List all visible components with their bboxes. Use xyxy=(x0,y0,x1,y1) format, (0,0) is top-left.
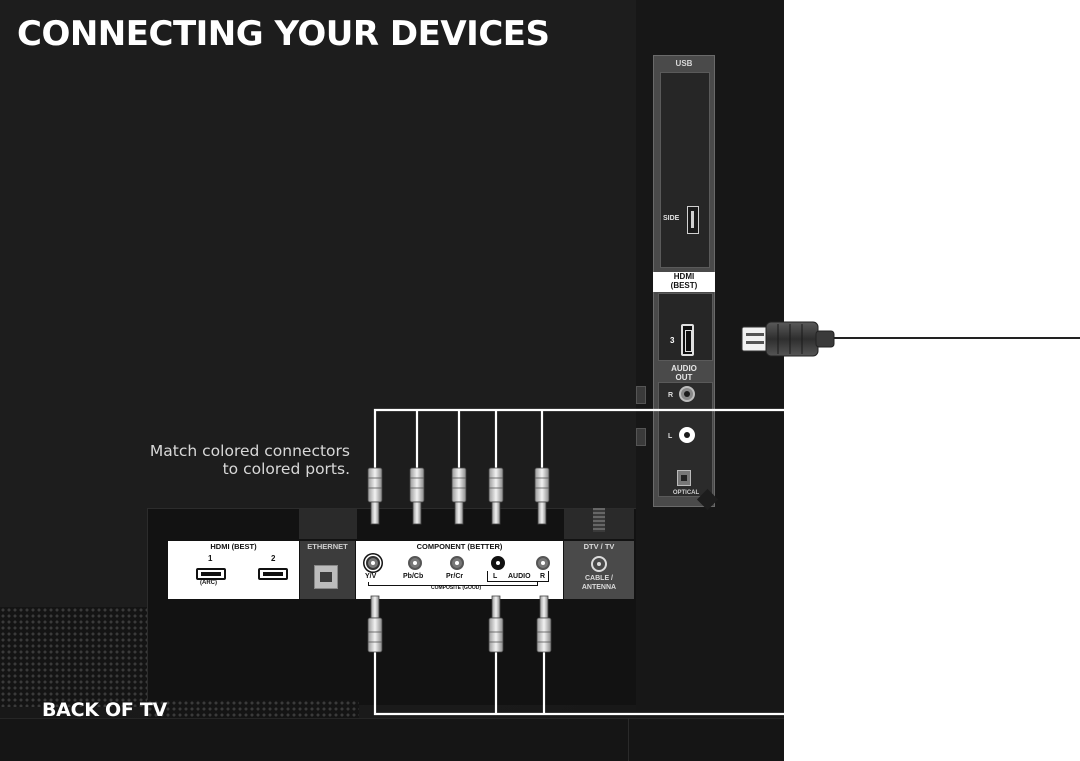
rca-plug-pr-top xyxy=(451,467,467,525)
tv-lower-recess xyxy=(147,508,636,705)
dtv-header: DTV / TV xyxy=(564,541,634,552)
side-hdmi-label-line1: HDMI xyxy=(673,272,695,281)
ethernet-section-body xyxy=(300,552,355,599)
hdmi-2-number: 2 xyxy=(271,554,276,563)
side-usb-label: SIDE xyxy=(663,215,680,222)
side-hdmi-header xyxy=(653,272,715,292)
audio-out-line2: OUT xyxy=(675,373,693,382)
rca-plug-video-bottom xyxy=(367,595,383,653)
hdmi-section-body: 1 2 (ARC) xyxy=(168,552,299,599)
hdmi-3-number: 3 xyxy=(670,336,675,345)
dtv-section: DTV / TV CABLE / ANTENNA xyxy=(564,541,634,599)
cable-label-line2: ANTENNA xyxy=(581,584,617,591)
pbcb-label: Pb/Cb xyxy=(403,573,424,580)
tv-stand-base xyxy=(0,718,784,761)
cable-line-yv-top xyxy=(373,408,1080,470)
component-header: COMPONENT (BETTER) xyxy=(356,541,563,552)
caption-line-1: Match colored connectors xyxy=(149,442,350,460)
arc-label: (ARC) xyxy=(200,580,217,586)
speaker-grille xyxy=(0,607,147,707)
stand-divider xyxy=(628,718,629,761)
audio-out-line1: AUDIO xyxy=(671,364,697,373)
prcr-label: Pr/Cr xyxy=(446,573,464,580)
audio-out-r-jack xyxy=(679,386,695,402)
speaker-grille-strip xyxy=(147,700,359,718)
usb-port xyxy=(687,206,699,234)
rca-plug-audl-top xyxy=(488,467,504,525)
hdmi-plug xyxy=(741,321,835,357)
side-hdmi-label: HDMI (BEST) xyxy=(653,272,715,290)
rca-plug-audl-bottom xyxy=(488,595,504,653)
audio-l-label: L xyxy=(493,573,498,580)
rear-connector-panel: HDMI (BEST) 1 2 (ARC) ETHERNET COMPONENT… xyxy=(168,541,634,599)
audio-l-jack xyxy=(491,556,505,570)
hdmi-header: HDMI (BEST) xyxy=(168,541,299,552)
ethernet-header: ETHERNET xyxy=(300,541,355,552)
hdmi-1-number: 1 xyxy=(208,554,213,563)
cable-label-line1: CABLE / xyxy=(585,575,613,582)
audio-out-label: AUDIO OUT xyxy=(653,364,715,382)
page-title: CONNECTING YOUR DEVICES xyxy=(17,14,550,54)
audio-bracket xyxy=(487,571,549,582)
ethernet-port xyxy=(314,565,338,589)
pbcb-jack xyxy=(408,556,422,570)
coax-antenna-port xyxy=(591,556,607,572)
composite-label: COMPOSITE (GOOD) xyxy=(431,585,481,591)
side-edge-tab xyxy=(636,428,646,446)
back-of-tv-label: BACK OF TV xyxy=(42,699,167,721)
audio-r-jack xyxy=(536,556,550,570)
hdmi-section: HDMI (BEST) 1 2 (ARC) xyxy=(168,541,299,599)
audio-out-l-jack xyxy=(679,427,695,443)
usb-slot xyxy=(660,72,710,268)
rca-plug-pb-top xyxy=(409,467,425,525)
rca-plug-yv-top xyxy=(367,467,383,525)
composite-bracket xyxy=(368,582,538,586)
ethernet-housing xyxy=(299,509,357,539)
usb-label: USB xyxy=(675,59,693,68)
caption-line-2: to colored ports. xyxy=(222,460,350,478)
component-section-body: Y/V Pb/Cb Pr/Cr L AUDIO R COMPOSITE (GOO… xyxy=(356,552,563,599)
optical-label: OPTICAL xyxy=(672,490,700,496)
side-edge-tab xyxy=(636,386,646,404)
audio-out-r-label: R xyxy=(668,392,674,399)
rca-plug-audr-top xyxy=(534,467,550,525)
ethernet-section: ETHERNET xyxy=(300,541,355,599)
cable-line-video-bottom xyxy=(373,650,1080,716)
white-background xyxy=(784,0,1080,761)
side-hdmi-label-line2: (BEST) xyxy=(670,281,698,290)
audio-r-label: R xyxy=(540,573,546,580)
yv-label: Y/V xyxy=(365,573,377,580)
component-section: COMPONENT (BETTER) Y/V Pb/Cb Pr/Cr L AUD… xyxy=(356,541,563,599)
coax-plug xyxy=(593,508,605,532)
cable-antenna-label: CABLE / ANTENNA xyxy=(564,574,634,592)
dtv-section-body: CABLE / ANTENNA xyxy=(564,552,634,599)
audio-label: AUDIO xyxy=(508,573,531,580)
yv-jack xyxy=(366,556,380,570)
audio-out-l-label: L xyxy=(668,433,673,440)
hdmi-1-port xyxy=(196,568,226,580)
prcr-jack xyxy=(450,556,464,570)
instruction-caption: Match colored connectors to colored port… xyxy=(100,442,350,478)
hdmi-3-port xyxy=(681,324,694,356)
rca-plug-audr-bottom xyxy=(536,595,552,653)
optical-port xyxy=(677,470,691,486)
hdmi-2-port xyxy=(258,568,288,580)
